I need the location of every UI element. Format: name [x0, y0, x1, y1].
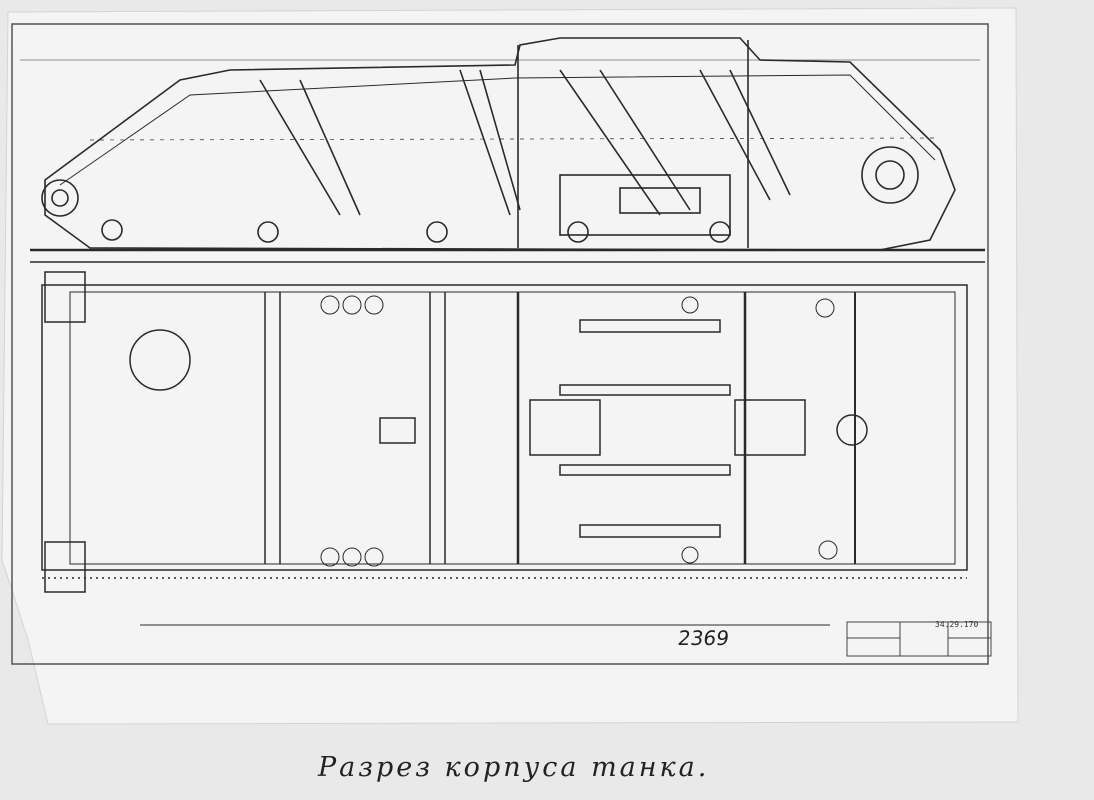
drawing-caption: Разрез корпуса танка.	[318, 752, 710, 783]
side-view	[20, 37, 985, 263]
title-block-code: 34.29.170	[935, 620, 979, 629]
title-block	[846, 621, 992, 657]
paper-sheet	[1, 7, 1019, 725]
sheet-number: 2369	[676, 626, 731, 650]
drawing-frame	[11, 23, 989, 665]
plan-view	[41, 271, 968, 626]
